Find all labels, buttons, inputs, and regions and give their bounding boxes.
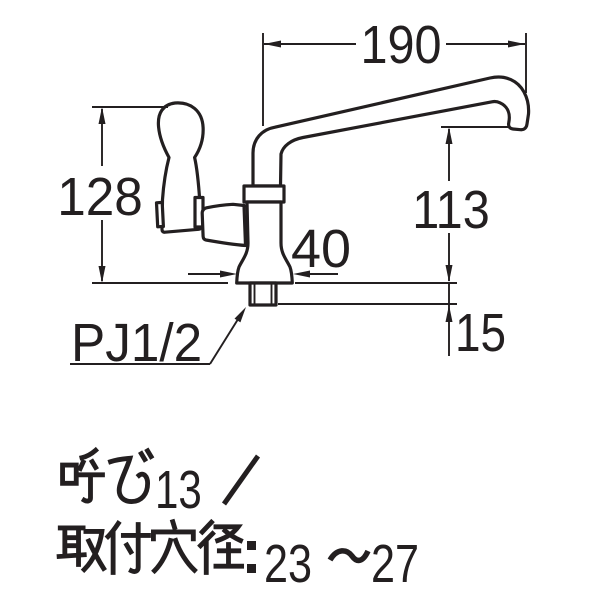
arrow-right-icon	[508, 40, 525, 48]
dimension-label-40: 40	[291, 219, 351, 279]
note-line2-min: 23	[264, 535, 312, 595]
dimension-total-height: 128	[57, 106, 168, 283]
leader-line	[209, 315, 241, 365]
flange-path	[242, 184, 286, 204]
faucet-outline	[154, 75, 531, 307]
arrow-up-icon	[445, 127, 453, 144]
thread-shank-path	[248, 281, 278, 307]
dimension-label-113: 113	[412, 179, 489, 240]
valve-spool-path	[200, 202, 248, 248]
body-path	[235, 200, 294, 285]
note-line1: 13	[60, 446, 261, 520]
reference-lines	[92, 282, 457, 305]
arrow-down-icon	[445, 265, 453, 282]
arrow-down-icon	[98, 266, 106, 283]
kanji-kei	[197, 518, 245, 575]
kanji-fu	[104, 520, 151, 575]
note-line2-max: 27	[371, 535, 419, 595]
arrow-right-icon	[220, 270, 237, 278]
dimension-spout-reach: 190	[262, 14, 527, 126]
arrow-up-icon	[445, 305, 453, 322]
note-line1-value: 13	[155, 460, 202, 520]
arrow-left-icon	[264, 40, 281, 48]
dimension-outlet-height: 113	[412, 126, 510, 282]
arrow-up-icon	[98, 107, 106, 124]
note-line2: 23 27	[56, 518, 419, 595]
thread-label-text: PJ1/2	[71, 313, 202, 373]
fullwidth-slash-mark	[221, 454, 261, 506]
fullwidth-colon-mark	[247, 541, 256, 573]
dimension-label-190: 190	[360, 14, 441, 75]
leader-arrow-icon	[234, 307, 246, 323]
kanji-tori	[56, 525, 107, 574]
kanji-ana	[150, 518, 198, 575]
spout-path	[251, 75, 531, 188]
dimension-thread-length: 15	[445, 283, 506, 363]
kanji-yobi-ko	[60, 446, 105, 504]
wave-dash-mark	[327, 548, 371, 564]
thread-crest-lines	[253, 284, 273, 305]
lever-handle-path	[156, 101, 205, 234]
hiragana-bi	[107, 447, 155, 505]
handle-side-tab-path	[154, 200, 165, 229]
dimension-label-15: 15	[455, 303, 506, 363]
dimension-label-128: 128	[57, 167, 143, 227]
thread-connection-label: PJ1/2	[70, 307, 246, 373]
arrow-left-icon	[293, 270, 310, 278]
dimension-base-width: 40	[188, 219, 351, 279]
